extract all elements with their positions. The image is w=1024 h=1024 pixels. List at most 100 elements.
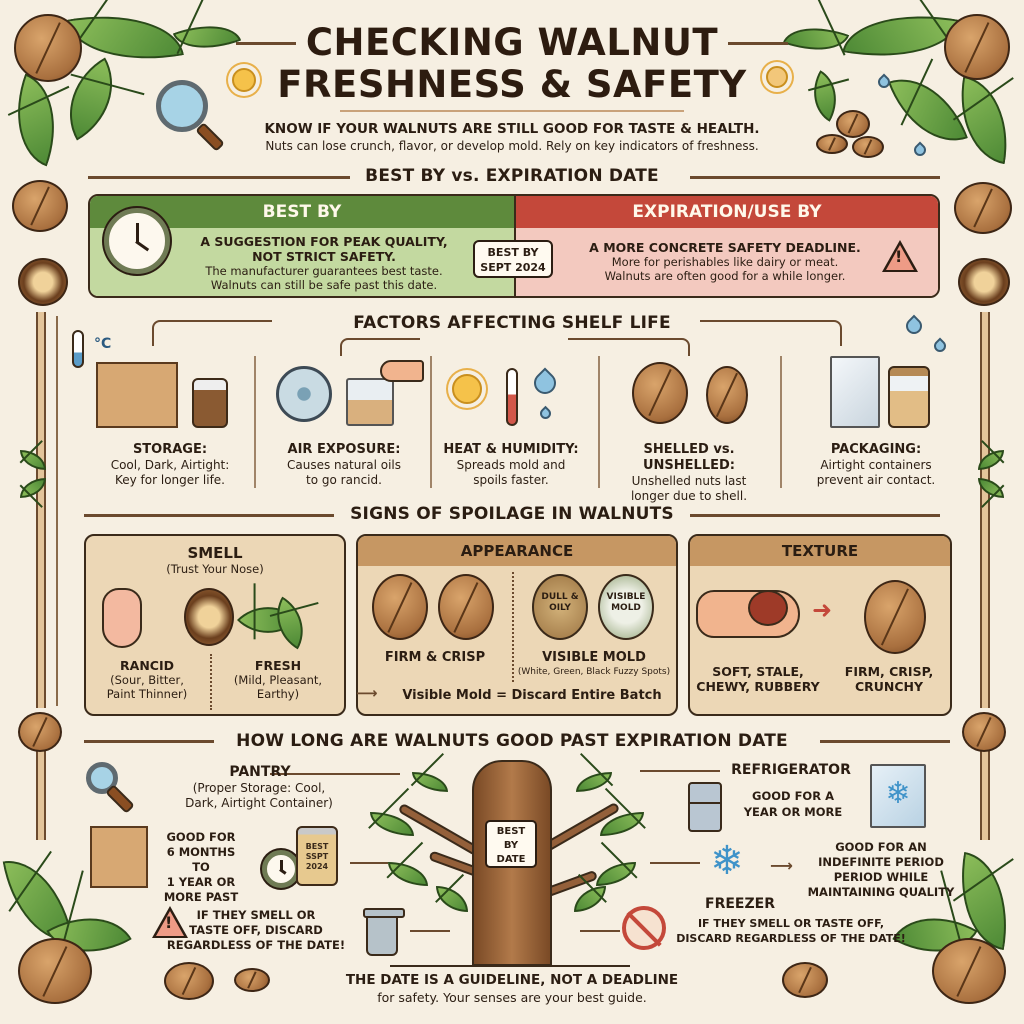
freezer-warning-1: IF THEY SMELL OR TASTE OFF, — [697, 917, 885, 930]
walnut-icon — [12, 180, 68, 232]
title-line-1: CHECKING WALNUT — [305, 21, 719, 64]
left-lower-vine — [36, 750, 46, 840]
tree-label-line: BEST — [496, 826, 526, 837]
walnut-icon — [18, 712, 62, 752]
jar-label-1: BEST — [305, 842, 329, 851]
sun-icon — [452, 374, 482, 404]
texture-good-2: CRUNCHY — [854, 679, 924, 694]
walnut-icon — [932, 938, 1006, 1004]
footer-text: for safety. Your senses are your best gu… — [377, 990, 647, 1005]
walnut-icon — [816, 134, 848, 154]
firm-crisp-label: FIRM & CRISP — [384, 650, 486, 665]
right-lower-vine — [980, 750, 990, 840]
jar-label: BEST SSPT 2024 — [298, 842, 336, 872]
subtitle-bold: KNOW IF YOUR WALNUTS ARE STILL GOOD FOR … — [264, 121, 760, 137]
fridge-good-1: GOOD FOR A — [752, 789, 834, 803]
ground-line — [390, 965, 630, 967]
expiration-bold-1: A MORE CONCRETE SAFETY DEADLINE. — [589, 240, 861, 255]
walnut-half-icon — [184, 588, 234, 646]
tag-line-2: SEPT 2024 — [480, 261, 546, 274]
fresh-desc-2: Earthy) — [256, 687, 300, 701]
walnut-icon — [836, 110, 870, 138]
expiration-line-1: More for perishables like dairy or meat. — [611, 255, 839, 269]
section-rule-right — [690, 514, 940, 517]
pantry-note: (Proper Storage: Cool, Dark, Airtight Co… — [124, 781, 394, 811]
expiration-title: EXPIRATION/USE BY — [516, 196, 938, 228]
connector-line — [650, 862, 700, 864]
factor-desc: Airtight containers — [820, 458, 932, 472]
pantry-good-for: GOOD FOR 6 MONTHS TO 1 YEAR OR MORE PAST — [156, 830, 246, 905]
walnut-icon — [944, 14, 1010, 80]
smell-title: SMELL — [187, 544, 243, 562]
comparison-heading: BEST BY vs. EXPIRATION DATE — [365, 166, 659, 186]
freezer-good-4: MAINTAINING QUALITY — [807, 885, 955, 899]
zip-bag-icon — [346, 378, 394, 426]
squished-walnut-icon — [748, 590, 788, 626]
walnut-icon — [864, 580, 926, 654]
expiration-line-2: Walnuts are often good for a while longe… — [604, 269, 846, 283]
jar-label-2: SSPT — [305, 852, 329, 861]
factor-title: STORAGE: — [132, 442, 208, 457]
walnut-half-icon — [18, 258, 68, 306]
celsius-label: °C — [94, 336, 112, 352]
jar-label-3: 2024 — [305, 862, 329, 871]
walnut-icon — [438, 574, 494, 640]
factor-shelled-unshelled: SHELLED vs. UNSHELLED: Unshelled nuts la… — [604, 442, 774, 504]
factor-title: AIR EXPOSURE: — [287, 442, 401, 457]
fridge-good-2: YEAR OR MORE — [743, 805, 843, 819]
pantry-warning-3: REGARDLESS OF THE DATE! — [166, 938, 346, 952]
divider — [512, 572, 514, 682]
no-touch-icon — [622, 906, 666, 950]
factor-desc: longer due to shell. — [630, 489, 748, 503]
walnut-icon — [372, 574, 428, 640]
factor-title: HEAT & HUMIDITY: — [443, 442, 579, 457]
expiration-panel: EXPIRATION/USE BY A MORE CONCRETE SAFETY… — [514, 196, 938, 296]
texture-good-1: FIRM, CRISP, — [844, 664, 934, 679]
walnut-icon — [18, 938, 92, 1004]
factor-title: SHELLED vs. UNSHELLED: — [643, 442, 735, 473]
divider — [780, 356, 782, 488]
connector-line — [410, 930, 450, 932]
snowflake-icon: ❄ — [885, 776, 911, 811]
freezer-title: FREEZER — [705, 896, 775, 912]
walnut-icon — [852, 136, 884, 158]
walnut-icon — [782, 962, 828, 998]
clock-icon — [262, 850, 300, 888]
walnut-half-icon — [958, 258, 1010, 306]
hand-icon — [380, 360, 424, 382]
subtitle: Nuts can lose crunch, flavor, or develop… — [265, 139, 759, 153]
factor-packaging: PACKAGING: Airtight containers prevent a… — [796, 442, 956, 488]
pantry-good-3: 1 YEAR OR — [166, 875, 236, 889]
moldy-walnut-icon: VISIBLE MOLD — [598, 574, 654, 640]
texture-bad: SOFT, STALE, CHEWY, RUBBERY — [696, 664, 820, 694]
walnut-icon — [164, 962, 214, 1000]
best-by-bold-1: A SUGGESTION FOR PEAK QUALITY, — [200, 234, 448, 249]
connector-arrow — [340, 338, 420, 356]
section-rule-left — [88, 176, 350, 179]
right-vine-decoration — [980, 312, 990, 708]
walnut-icon — [962, 712, 1006, 752]
freezer-warning-2: DISCARD REGARDLESS OF THE DATE! — [676, 932, 906, 945]
refrigerator-good-for: GOOD FOR A YEAR OR MORE — [728, 788, 858, 820]
arrow-right-icon: ➜ — [812, 596, 833, 624]
walnut-icon — [954, 182, 1012, 234]
pouch-icon — [830, 356, 880, 428]
box-icon — [90, 826, 148, 888]
pantry-warning-1: IF THEY SMELL OR — [196, 908, 316, 922]
walnut-icon — [706, 366, 748, 424]
title-underline — [340, 110, 684, 112]
pantry-good-4: MORE PAST — [163, 890, 239, 904]
smell-subtitle: (Trust Your Nose) — [166, 562, 264, 576]
connector-arrow — [700, 320, 842, 346]
jar-icon — [296, 826, 338, 886]
divider — [430, 356, 432, 488]
section-rule-left — [84, 740, 214, 743]
walnut-shell-icon — [632, 362, 688, 424]
dull-oily-label: DULL & OILY — [541, 592, 579, 613]
pantry-note-2: Dark, Airtight Container) — [185, 796, 333, 810]
magnifier-icon — [86, 762, 118, 794]
walnut-icon — [234, 968, 270, 992]
leaf-icon — [388, 862, 428, 886]
connector-line — [350, 862, 388, 864]
arrow-right-icon: ⟶ — [770, 856, 793, 875]
